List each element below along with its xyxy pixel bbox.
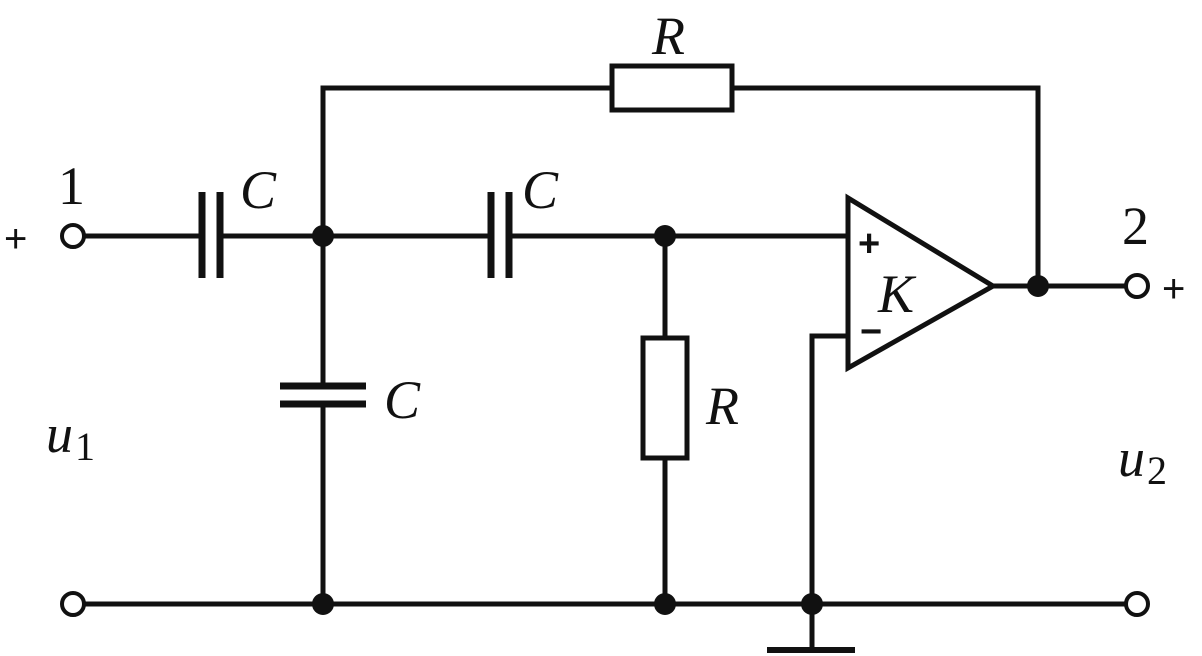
label-amp-plus: + — [858, 223, 880, 265]
terminal-output-top — [1124, 273, 1150, 299]
label-terminal-1: 1 — [58, 156, 85, 216]
label-input-plus: + — [4, 217, 27, 261]
resistor-shunt — [640, 335, 690, 461]
label-series-capacitor-1: C — [240, 160, 277, 220]
capacitor-series-2 — [487, 192, 513, 278]
amplifier — [845, 193, 998, 373]
junction-ground-r2 — [654, 593, 676, 615]
label-terminal-2: 2 — [1122, 196, 1149, 256]
terminal-input-bottom — [60, 591, 86, 617]
label-series-capacitor-2: C — [522, 160, 559, 220]
label-output-voltage: u2 — [1118, 428, 1167, 493]
label-shunt-resistor: R — [705, 376, 739, 436]
label-feedback-resistor: R — [651, 6, 685, 66]
junction-ground-amp — [801, 593, 823, 615]
junction-node-b — [654, 225, 676, 247]
label-shunt-capacitor: C — [384, 370, 421, 430]
terminal-output-bottom — [1124, 591, 1150, 617]
wires — [81, 85, 1129, 653]
label-amplifier-gain: K — [877, 264, 917, 324]
label-amp-minus: − — [860, 311, 882, 353]
terminal-input-top — [60, 223, 86, 249]
label-output-plus: + — [1162, 267, 1185, 311]
junction-node-a — [312, 225, 334, 247]
capacitor-series-1 — [198, 192, 224, 278]
capacitor-shunt — [280, 382, 366, 408]
junction-ground-c3 — [312, 593, 334, 615]
label-input-voltage: u1 — [46, 404, 95, 469]
resistor-feedback — [609, 63, 735, 113]
junction-output — [1027, 275, 1049, 297]
